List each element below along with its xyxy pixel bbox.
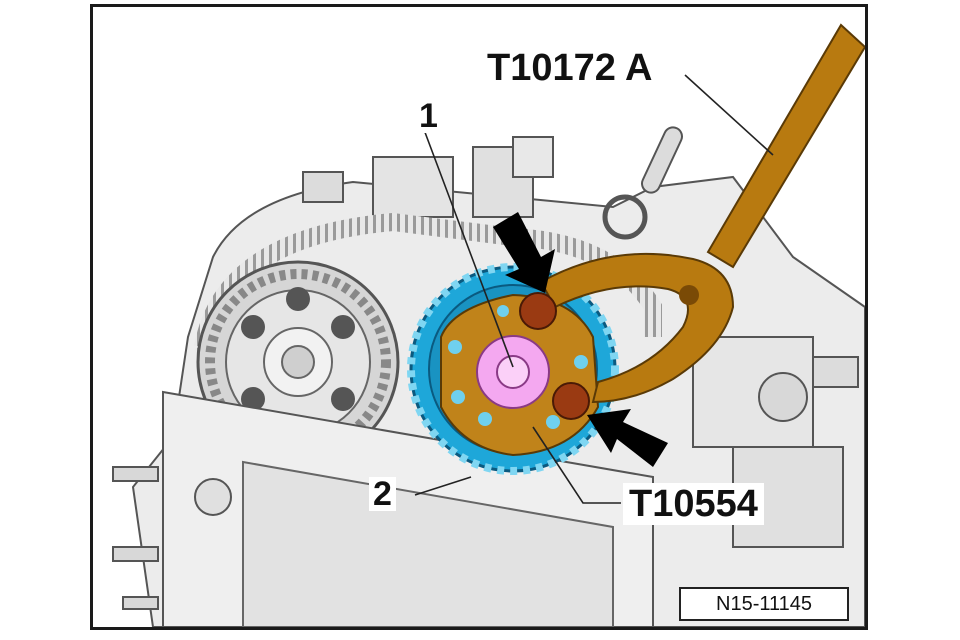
left-bolts — [112, 466, 232, 610]
right-side-components — [692, 336, 859, 548]
arrow-icons — [493, 212, 668, 467]
cover-panel — [242, 460, 614, 627]
sprocket-callout: 2 — [369, 477, 396, 511]
counterhold-wrench — [519, 23, 865, 420]
center-bolt — [476, 335, 550, 409]
engine-illustration — [112, 23, 865, 627]
leader-lines — [414, 74, 774, 504]
bolt-callout: 1 — [415, 99, 442, 133]
diagram-frame: T10172 A 1 2 T10554 N15-11145 — [90, 4, 868, 630]
figure-id-label: N15-11145 — [679, 587, 849, 621]
wrench-callout: T10172 A — [481, 47, 659, 89]
locking-tool-callout: T10554 — [623, 483, 764, 525]
